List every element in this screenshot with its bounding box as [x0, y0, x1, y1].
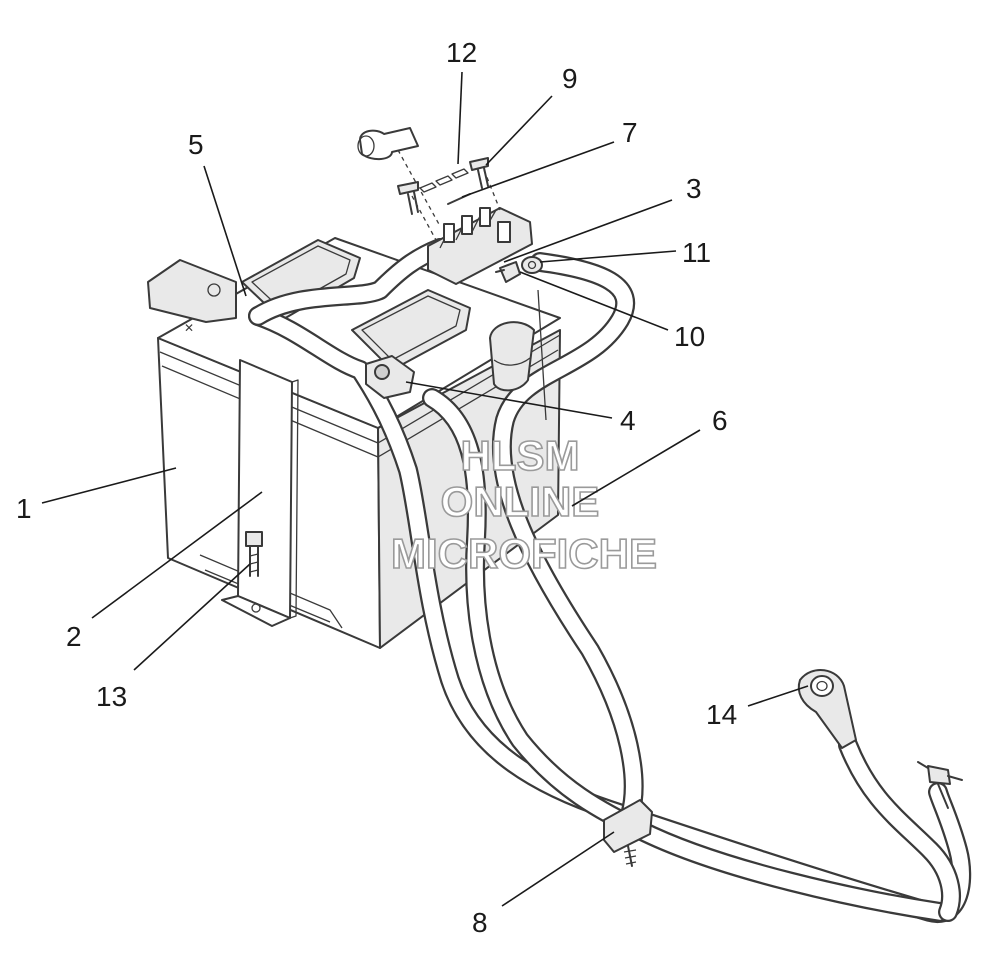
leader-2: [91, 491, 263, 619]
fuse-block: [427, 207, 533, 285]
starter-stud-nut: [917, 761, 963, 809]
ground-cable: [491, 252, 644, 825]
callout-10: 10: [674, 321, 705, 352]
fuse-cover: [357, 127, 419, 160]
battery: ✕: [147, 237, 561, 649]
callout-13: 13: [96, 681, 127, 712]
positive-cable: [422, 388, 950, 922]
leader-11: [539, 250, 677, 263]
fuse-block-bolts: [397, 157, 489, 215]
callout-7: 7: [622, 117, 638, 148]
watermark-line1: HLSM: [461, 432, 580, 479]
upper-harness-cable: [248, 238, 450, 326]
hold-down-bolt: [245, 531, 263, 577]
callout-2: 2: [66, 621, 82, 652]
watermark: HLSM ONLINE MICROFICHE: [390, 431, 658, 578]
leader-1: [41, 467, 177, 504]
leader-3: [503, 199, 673, 263]
callout-12: 12: [446, 37, 477, 68]
fuses: [419, 168, 471, 205]
callout-8: 8: [472, 907, 488, 938]
leader-8: [501, 831, 615, 907]
leader-4: [405, 381, 613, 419]
starter-cable: [838, 735, 961, 922]
watermark-line3: MICROFICHE: [391, 530, 657, 577]
callout-5: 5: [188, 129, 204, 160]
leader-13: [133, 563, 251, 671]
leader-12: [457, 71, 463, 165]
leader-14: [747, 685, 809, 707]
negative-terminal-clamp: [365, 355, 415, 399]
callout-11: 11: [682, 237, 711, 268]
callouts: 1 2 3 4 5 6 7 8 9 10 11 12 13 14: [16, 37, 737, 938]
callout-1: 1: [16, 493, 32, 524]
terminal-stud: [495, 261, 521, 283]
leader-7: [461, 141, 615, 198]
leader-lines: [41, 71, 809, 907]
callout-3: 3: [686, 173, 702, 204]
callout-9: 9: [562, 63, 578, 94]
callout-14: 14: [706, 699, 737, 730]
cable-clip: [603, 799, 653, 867]
leader-5: [203, 165, 247, 297]
cable-eyelet: [521, 256, 543, 274]
watermark-line2: ONLINE: [441, 478, 600, 525]
hold-down-strap: [221, 359, 299, 627]
positive-terminal-boot: [489, 321, 535, 392]
leader-6: [571, 429, 701, 507]
svg-text:✕: ✕: [184, 321, 194, 335]
leader-9: [485, 95, 553, 166]
callout-4: 4: [620, 405, 636, 436]
ring-terminal: [797, 668, 857, 749]
leader-10: [519, 271, 669, 331]
callout-6: 6: [712, 405, 728, 436]
